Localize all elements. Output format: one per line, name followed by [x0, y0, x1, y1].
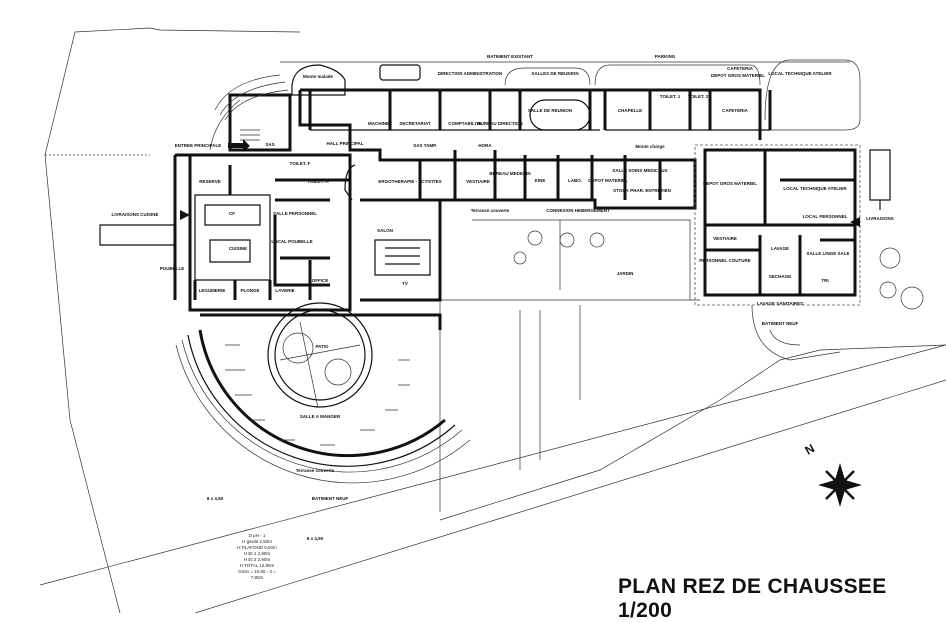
room-label-local-tech-top: LOCAL TECHNIQUE ATELIER — [768, 71, 832, 76]
room-label-salle-reunion: SALLE DE REUNION — [528, 108, 572, 113]
room-label-jardin: JARDIN — [617, 271, 634, 276]
north-label: N — [803, 441, 818, 457]
room-label-depot-materiel: DEPOT MATERIEL — [588, 178, 628, 183]
room-label-entree-principale: ENTREE PRINCIPALE — [175, 143, 221, 148]
site-boundaries — [39, 27, 946, 613]
room-label-chapelle: CHAPELLE — [618, 108, 642, 113]
room-label-hora: HORA — [478, 143, 492, 148]
room-label-local-personnel: LOCAL PERSONNEL — [803, 214, 848, 219]
room-label-salle-personnel: SALLE PERSONNEL — [273, 211, 317, 216]
height-note: H Et 2 2,90m — [243, 557, 271, 562]
room-label-monte-malade: Monte malade — [303, 74, 334, 79]
room-label-parking: PARKING — [655, 54, 676, 59]
room-label-local-tech: LOCAL TECHNIQUE ATELIER — [783, 186, 847, 191]
room-label-livraisons: LIVRAISONS — [866, 216, 894, 221]
room-label-toilet2: TOILET. 2 — [688, 94, 709, 99]
room-label-toilet1: TOILET. 1 — [660, 94, 681, 99]
room-label-batiment-neuf: BATIMENT NEUF — [312, 496, 349, 501]
room-label-batiment-neuf-2: BATIMENT NEUF — [762, 321, 799, 326]
room-label-soins: SALLE SOINS MEDICAUX — [612, 168, 667, 173]
batiment-neuf-right — [694, 144, 891, 306]
room-label-vestiaire: VESTIAIRE — [466, 179, 490, 184]
room-label-patio: PATIO — [315, 344, 329, 349]
height-note: H gardé 2,50m — [242, 539, 272, 544]
room-label-tv: TV — [402, 281, 408, 286]
room-label-cafeteria-top: CAFETERIA — [727, 66, 754, 71]
dining-hall — [175, 302, 471, 484]
room-label-tri: TRI — [821, 278, 828, 283]
room-label-salle-sale: SALLE LINGE SALE — [806, 251, 849, 256]
room-label-monte-charge: Monte charge — [635, 144, 665, 149]
room-label-sas: SAS — [265, 142, 274, 147]
room-label-direction-admin: DIRECTION ADMINISTRATION — [438, 71, 503, 76]
room-label-lavage: LAVAGE — [771, 246, 789, 251]
room-label-bureau-medecin: BUREAU MEDECIN — [489, 171, 530, 176]
room-label-connexion: CONNEXION HEBERGEMENT — [546, 208, 610, 213]
height-note: H PLAFOND 0,50m — [237, 545, 277, 550]
plan-title: PLAN REZ DE CHAUSSEE 1/200 — [618, 575, 887, 622]
room-label-ergotherapie: ERGOTHERAPIE - ACTIVITES — [378, 179, 441, 184]
room-label-legumerie: LEGUMERIE — [199, 288, 226, 293]
room-label-sechage: SECHAGE — [769, 274, 791, 279]
room-label-reserve: RESERVE — [199, 179, 220, 184]
room-label-dim2: 8 x 4,50 — [307, 536, 324, 541]
kitchen-wing — [99, 153, 442, 312]
room-label-batiment-existant: BATIMENT EXISTANT — [487, 54, 533, 59]
batiment-existant — [228, 59, 861, 210]
room-label-office: OFFICE — [312, 278, 329, 283]
room-label-dim1: 8 x 4,50 — [207, 496, 224, 501]
room-label-machines: MACHINES — [368, 121, 392, 126]
room-label-depot-top: DEPOT GROS MATERIEL — [711, 73, 765, 78]
room-label-cuisine: CUISINE — [229, 246, 247, 251]
room-label-stock: STOCK PHAR. ENTRETIEN — [613, 188, 671, 193]
room-label-froid: CF — [229, 211, 235, 216]
room-label-salon: SALON — [377, 228, 393, 233]
room-label-salle-a-manger: SALLE A MANGER — [300, 414, 341, 419]
room-label-hall-principal: HALL PRINCIPAL — [326, 141, 363, 146]
stairs — [209, 74, 289, 151]
room-label-vestiaire-h: VESTIAIRE — [713, 236, 737, 241]
room-label-kine: KINE — [535, 178, 546, 183]
entry-arrows — [180, 139, 860, 227]
north-arrow-icon: N — [803, 441, 862, 507]
room-label-lavage-sanitaires: LAVAGE SANITAIRES — [757, 301, 803, 306]
room-label-bureau-direction: BUREAU DIRECTION — [477, 121, 522, 126]
room-label-labo: LABO. — [568, 178, 582, 183]
room-label-comptabilite: COMPTABILITE — [448, 121, 481, 126]
height-note: H Et 1 2,90m — [243, 551, 271, 556]
room-label-poubelle: POUBELLE — [160, 266, 185, 271]
room-label-toilet-h: TOILET. H — [307, 179, 328, 184]
car-icon — [379, 64, 421, 81]
room-label-sas-tamp: SAS TAMP. — [413, 143, 437, 148]
room-label-laverie: LAVERIE — [275, 288, 294, 293]
room-label-salles-reunion: SALLES DE REUNION — [531, 71, 578, 76]
room-label-terrasse-couverte: Terrasse couverte — [296, 468, 335, 473]
room-label-terrasse-couverte-top: Terrasse couverte — [471, 208, 510, 213]
height-note: H TOTAL 10,80m — [239, 563, 275, 568]
room-label-plonge: PLONGE — [240, 288, 259, 293]
room-label-cafeteria: CAFETERIA — [722, 108, 749, 113]
room-label-toilet-f: TOILET. F — [290, 161, 311, 166]
room-label-local-poubelle: LOCAL POUBELLE — [271, 239, 312, 244]
room-label-personnel-couture: PERSONNEL COUTURE — [699, 258, 750, 263]
height-note: Gmin = 10,80 - 3 = 7,80m — [238, 569, 276, 580]
room-label-depot-gros: DEPOT GROS MATERIEL — [703, 181, 757, 186]
room-label-livraisons-cuisine: LIVRAISONS CUISINE — [111, 212, 158, 217]
height-note: D pH - 1 — [248, 533, 266, 538]
trees — [513, 230, 924, 310]
room-label-secretariat: SECRETARIAT — [399, 121, 431, 126]
